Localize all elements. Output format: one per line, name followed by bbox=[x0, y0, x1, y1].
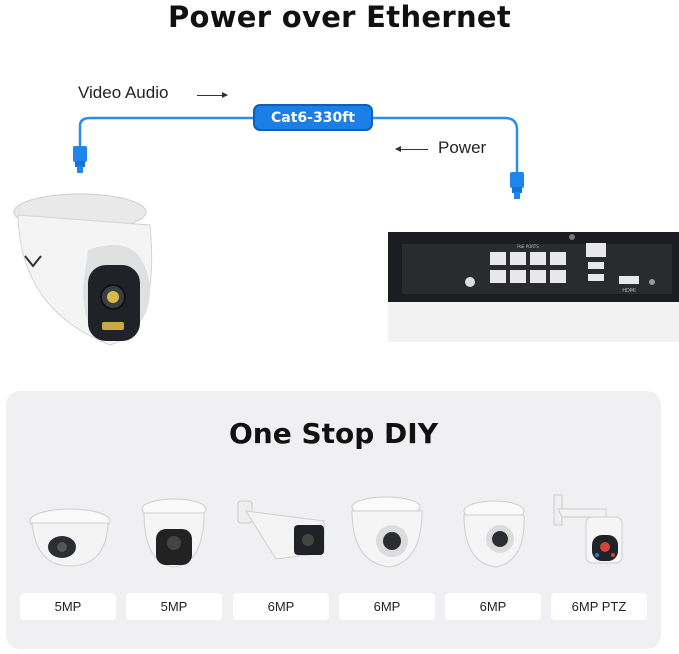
page-title: Power over Ethernet bbox=[167, 0, 512, 34]
nvr-hdmi-label: HDMI bbox=[622, 288, 635, 294]
camera-6-image bbox=[553, 494, 623, 564]
cable-badge: Cat6-330ft bbox=[253, 104, 373, 131]
power-label: Power bbox=[438, 138, 487, 157]
camera-3-image bbox=[237, 500, 325, 560]
video-audio-label: Video Audio bbox=[78, 83, 169, 102]
poe-diagram: PoE PORTS HDMI bbox=[13, 116, 679, 346]
nvr-port-label: PoE PORTS bbox=[517, 244, 539, 249]
camera-1-image bbox=[29, 508, 111, 567]
arrow-left-icon bbox=[395, 146, 428, 152]
camera-label: 5MP bbox=[126, 593, 222, 620]
arrow-right-icon bbox=[197, 92, 228, 98]
camera-label: 6MP bbox=[233, 593, 329, 620]
nvr-device: PoE PORTS HDMI bbox=[388, 232, 679, 342]
camera-label: 6MP PTZ bbox=[551, 593, 647, 620]
camera-4-image bbox=[351, 496, 423, 568]
diy-title: One Stop DIY bbox=[229, 417, 438, 450]
camera-2-image bbox=[141, 498, 207, 568]
rj45-plug-right bbox=[510, 172, 524, 199]
camera-label: 5MP bbox=[20, 593, 116, 620]
dome-camera bbox=[13, 193, 153, 346]
camera-label: 6MP bbox=[445, 593, 541, 620]
camera-5-image bbox=[463, 500, 525, 568]
camera-label: 6MP bbox=[339, 593, 435, 620]
diy-panel: One Stop DIY bbox=[6, 391, 661, 649]
camera-lineup bbox=[29, 494, 623, 568]
rj45-plug-left bbox=[73, 146, 87, 173]
